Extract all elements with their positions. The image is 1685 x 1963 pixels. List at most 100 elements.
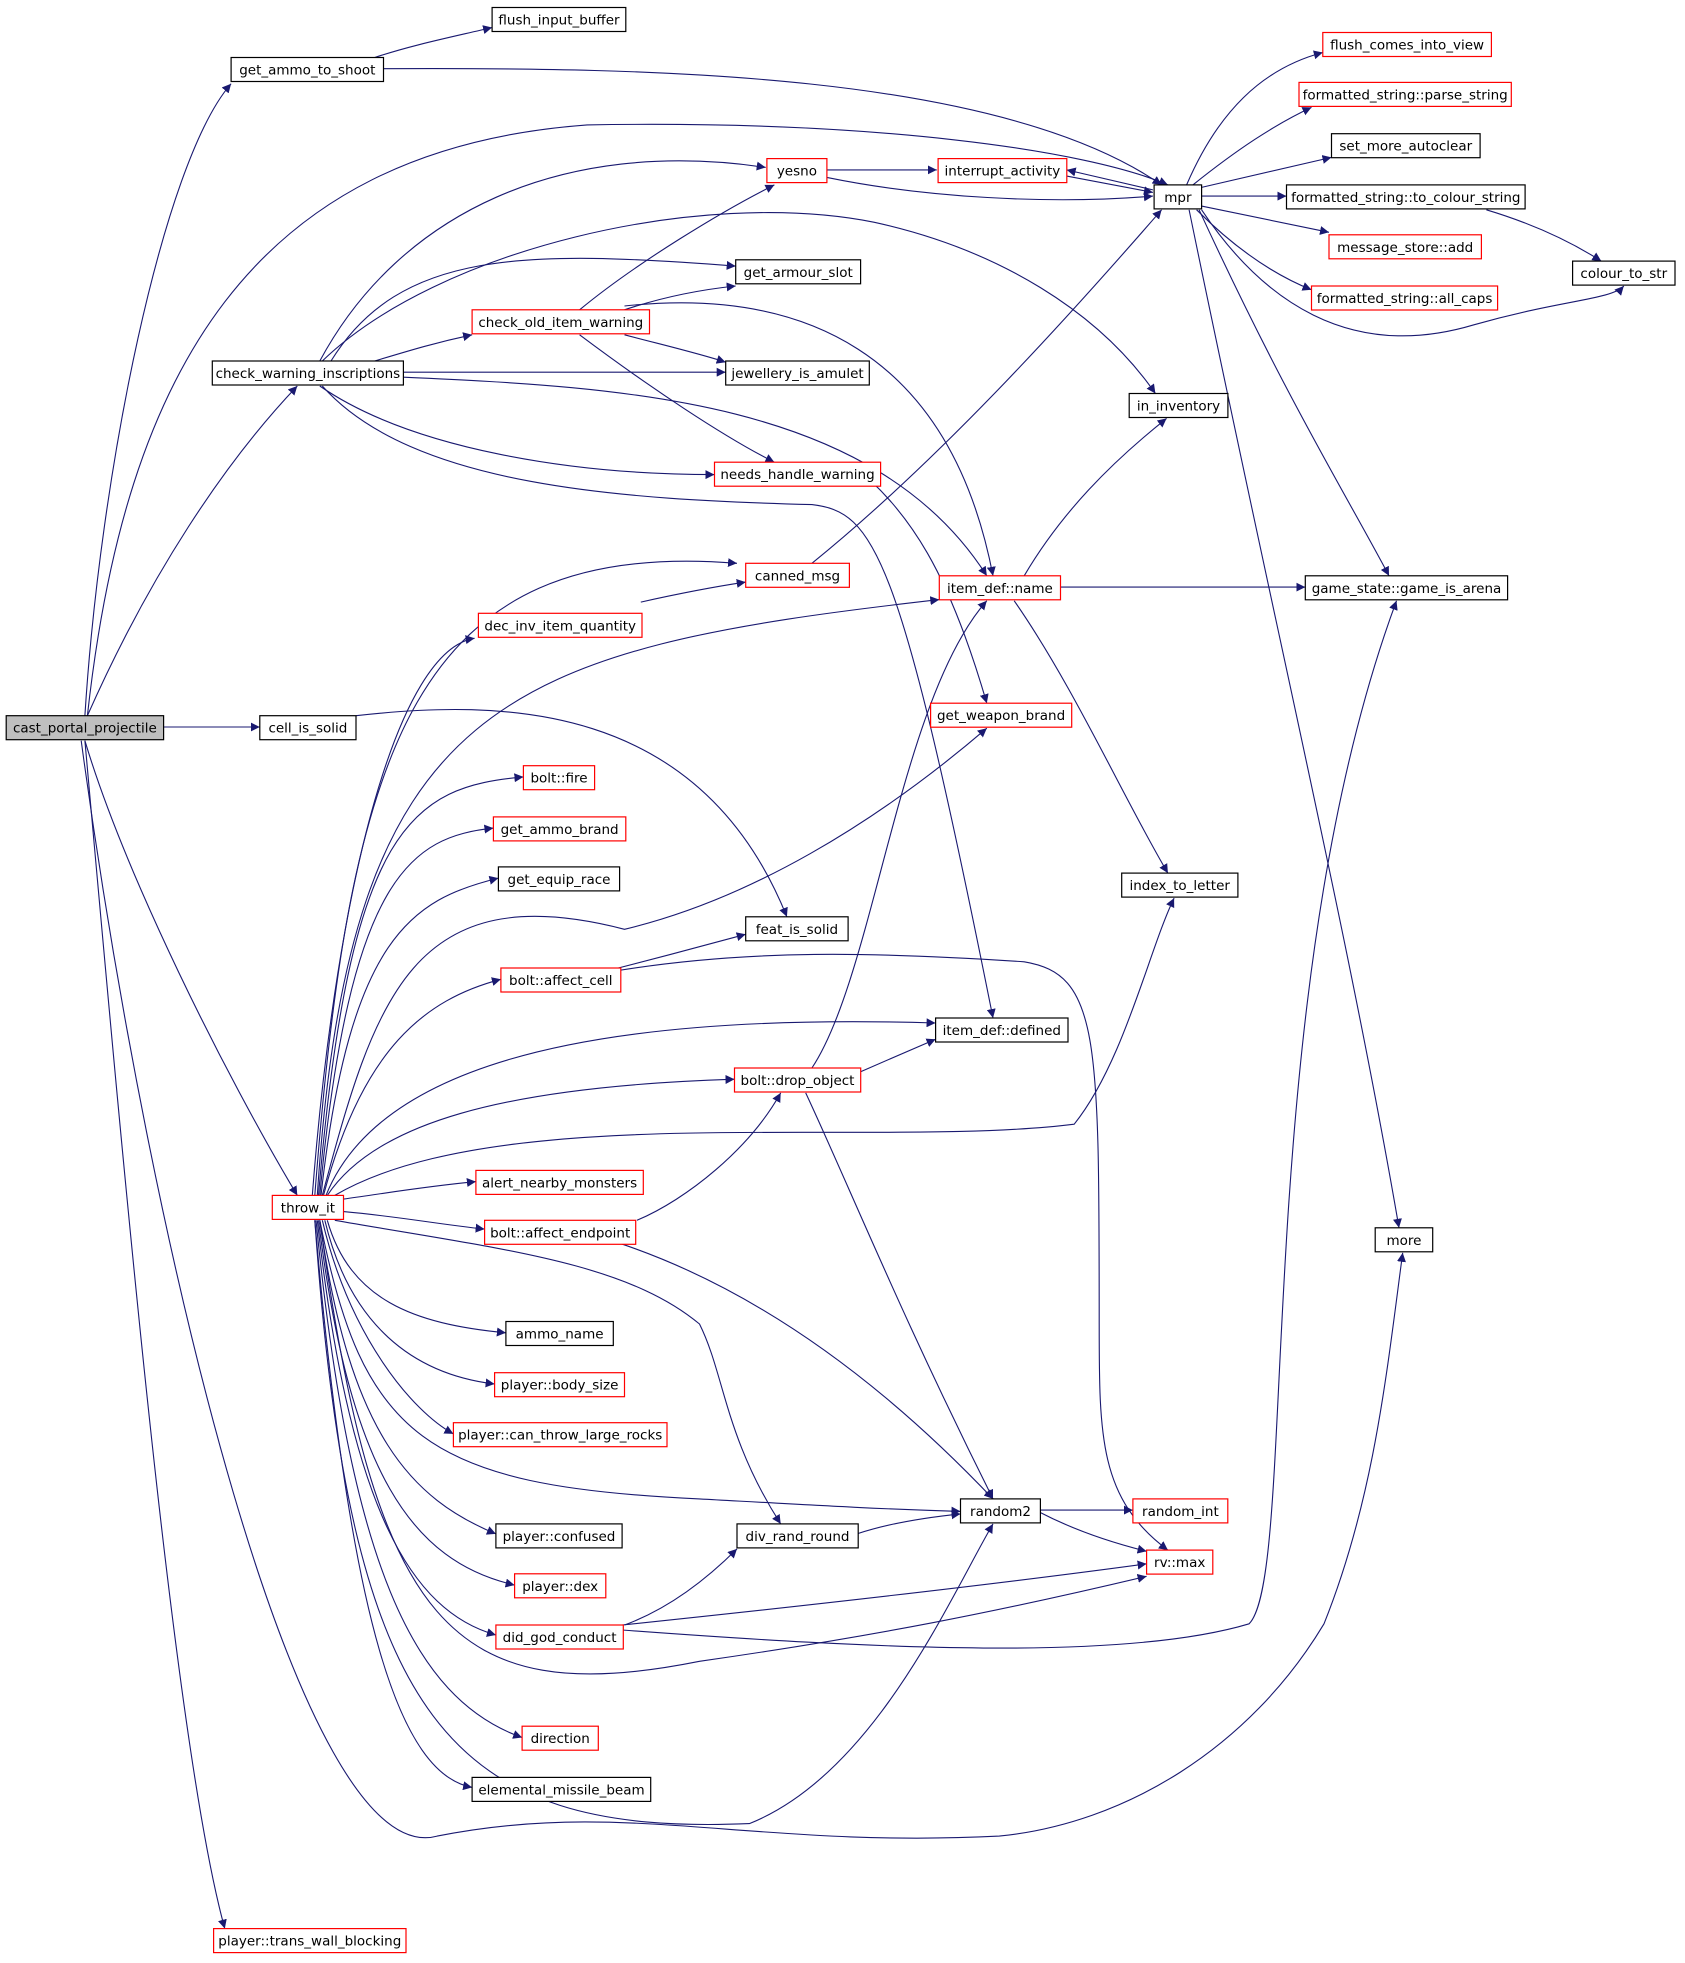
edge-to-dec-inv-item-quantity <box>311 635 475 1196</box>
node-player-dex[interactable]: player::dex <box>513 1573 607 1599</box>
node-player-can-throw-large-rocks[interactable]: player::can_throw_large_rocks <box>452 1422 668 1448</box>
edge-to-item-def-name <box>316 596 940 1196</box>
node-index-to-letter[interactable]: index_to_letter <box>1121 872 1239 898</box>
node-player-trans-wall-blocking[interactable]: player::trans_wall_blocking <box>213 1927 407 1954</box>
node-label: rv::max <box>1154 1555 1205 1571</box>
node-label: yesno <box>777 164 817 180</box>
node-parse-string[interactable]: formatted_string::parse_string <box>1298 81 1512 108</box>
node-box <box>938 575 1062 601</box>
edge-to-item-def-defined <box>860 1038 936 1073</box>
node-bolt-affect-endpoint[interactable]: bolt::affect_endpoint <box>484 1219 637 1245</box>
node-random2[interactable]: random2 <box>959 1498 1042 1524</box>
node-bolt-drop-object[interactable]: bolt::drop_object <box>733 1067 862 1093</box>
node-rv-max[interactable]: rv::max <box>1145 1549 1214 1575</box>
node-in-inventory[interactable]: in_inventory <box>1128 392 1229 419</box>
node-player-body-size[interactable]: player::body_size <box>494 1372 626 1398</box>
node-alert-nearby-monsters[interactable]: alert_nearby_monsters <box>475 1169 644 1196</box>
node-get-armour-slot[interactable]: get_armour_slot <box>735 259 862 285</box>
edge-to-bolt-fire <box>317 773 524 1196</box>
edge-to-needs-handle-warning <box>579 334 775 463</box>
edge-to-random2 <box>618 1242 994 1500</box>
node-message-store-add[interactable]: message_store::add <box>1328 234 1482 260</box>
node-did-god-conduct[interactable]: did_god_conduct <box>495 1624 624 1650</box>
node-ammo-name[interactable]: ammo_name <box>505 1320 614 1347</box>
node-random-int[interactable]: random_int <box>1132 1498 1229 1524</box>
node-dec-inv-item-quantity[interactable]: dec_inv_item_quantity <box>477 612 643 638</box>
node-box <box>1374 1227 1434 1253</box>
edge-to-canned-msg <box>314 558 738 1196</box>
node-box <box>736 1523 859 1549</box>
node-needs-handle-warning[interactable]: needs_handle_warning <box>713 461 882 487</box>
node-flush-comes-into-view[interactable]: flush_comes_into_view <box>1322 31 1493 58</box>
node-item-def-name[interactable]: item_def::name <box>938 575 1062 601</box>
node-cast-portal-projectile[interactable]: cast_portal_projectile <box>5 715 165 741</box>
node-get-weapon-brand[interactable]: get_weapon_brand <box>929 702 1073 728</box>
node-box <box>937 158 1068 184</box>
node-label: get_ammo_to_shoot <box>239 62 375 78</box>
node-get-ammo-brand[interactable]: get_ammo_brand <box>492 816 627 842</box>
edge-to-game-is-arena <box>621 600 1398 1649</box>
node-label: canned_msg <box>755 568 840 584</box>
node-canned-msg[interactable]: canned_msg <box>745 562 851 588</box>
node-bolt-fire[interactable]: bolt::fire <box>522 765 596 791</box>
node-box <box>959 1498 1042 1524</box>
node-player-confused[interactable]: player::confused <box>495 1523 623 1549</box>
node-label: formatted_string::all_caps <box>1317 291 1493 307</box>
node-div-rand-round[interactable]: div_rand_round <box>736 1523 859 1549</box>
node-box <box>471 1776 652 1803</box>
node-feat-is-solid[interactable]: feat_is_solid <box>745 916 849 942</box>
node-label: check_old_item_warning <box>478 315 643 331</box>
node-direction[interactable]: direction <box>521 1725 599 1751</box>
node-flush-input-buffer[interactable]: flush_input_buffer <box>491 6 627 33</box>
node-box <box>452 1422 668 1448</box>
node-box <box>735 259 862 285</box>
edge-to-in-inventory <box>321 212 1156 394</box>
node-box <box>494 1372 626 1398</box>
node-label: check_warning_inscriptions <box>216 366 401 382</box>
node-bolt-affect-cell[interactable]: bolt::affect_cell <box>500 967 622 993</box>
node-item-def-defined[interactable]: item_def::defined <box>934 1017 1069 1043</box>
node-label: flush_comes_into_view <box>1330 38 1484 54</box>
node-game-is-arena[interactable]: game_state::game_is_arena <box>1304 575 1509 601</box>
node-box <box>1328 234 1482 260</box>
edge-to-bolt-affect-cell <box>322 977 502 1196</box>
node-label: player::body_size <box>501 1378 619 1394</box>
edge-to-div-rand-round <box>624 1548 738 1626</box>
edge-to-random2 <box>856 1510 961 1535</box>
node-all-caps[interactable]: formatted_string::all_caps <box>1310 285 1499 311</box>
edge-to-alert-nearby-monsters <box>343 1177 476 1200</box>
node-mpr[interactable]: mpr <box>1153 184 1203 210</box>
node-to-colour-string[interactable]: formatted_string::to_colour_string <box>1285 184 1526 210</box>
node-box <box>1128 392 1229 419</box>
edge-to-more <box>80 740 1406 1839</box>
edge-to-bolt-drop-object <box>636 1092 782 1221</box>
node-label: index_to_letter <box>1129 878 1230 894</box>
node-interrupt-activity[interactable]: interrupt_activity <box>937 158 1068 184</box>
edge-to-index-to-letter <box>1013 600 1169 874</box>
edge-to-message-store-add <box>1201 205 1330 235</box>
node-get-equip-race[interactable]: get_equip_race <box>497 866 621 892</box>
node-box <box>230 56 385 83</box>
node-label: flush_input_buffer <box>498 13 620 29</box>
node-get-ammo-to-shoot[interactable]: get_ammo_to_shoot <box>230 56 385 83</box>
node-label: random_int <box>1142 1504 1219 1520</box>
node-set-more-autoclear[interactable]: set_more_autoclear <box>1330 133 1481 159</box>
node-jewellery-is-amulet[interactable]: jewellery_is_amulet <box>725 360 870 386</box>
node-label: interrupt_activity <box>945 164 1061 180</box>
node-throw-it[interactable]: throw_it <box>271 1194 345 1221</box>
edge-to-rv-max <box>618 953 1169 1551</box>
node-label: item_def::name <box>947 581 1053 597</box>
node-check-warning-inscriptions[interactable]: check_warning_inscriptions <box>211 360 405 386</box>
edge-to-rv-max <box>621 1560 1147 1626</box>
node-elemental-missile-beam[interactable]: elemental_missile_beam <box>471 1776 652 1803</box>
edge-to-random2 <box>805 1092 994 1500</box>
node-label: player::can_throw_large_rocks <box>458 1428 662 1444</box>
node-yesno[interactable]: yesno <box>766 158 828 184</box>
node-label: colour_to_str <box>1580 266 1667 282</box>
node-cell-is-solid[interactable]: cell_is_solid <box>259 715 357 741</box>
node-box <box>500 967 622 993</box>
node-more[interactable]: more <box>1374 1227 1434 1253</box>
node-colour-to-str[interactable]: colour_to_str <box>1571 260 1676 286</box>
edge-to-player-dex <box>317 1220 515 1588</box>
node-check-old-item-warning[interactable]: check_old_item_warning <box>471 309 651 335</box>
